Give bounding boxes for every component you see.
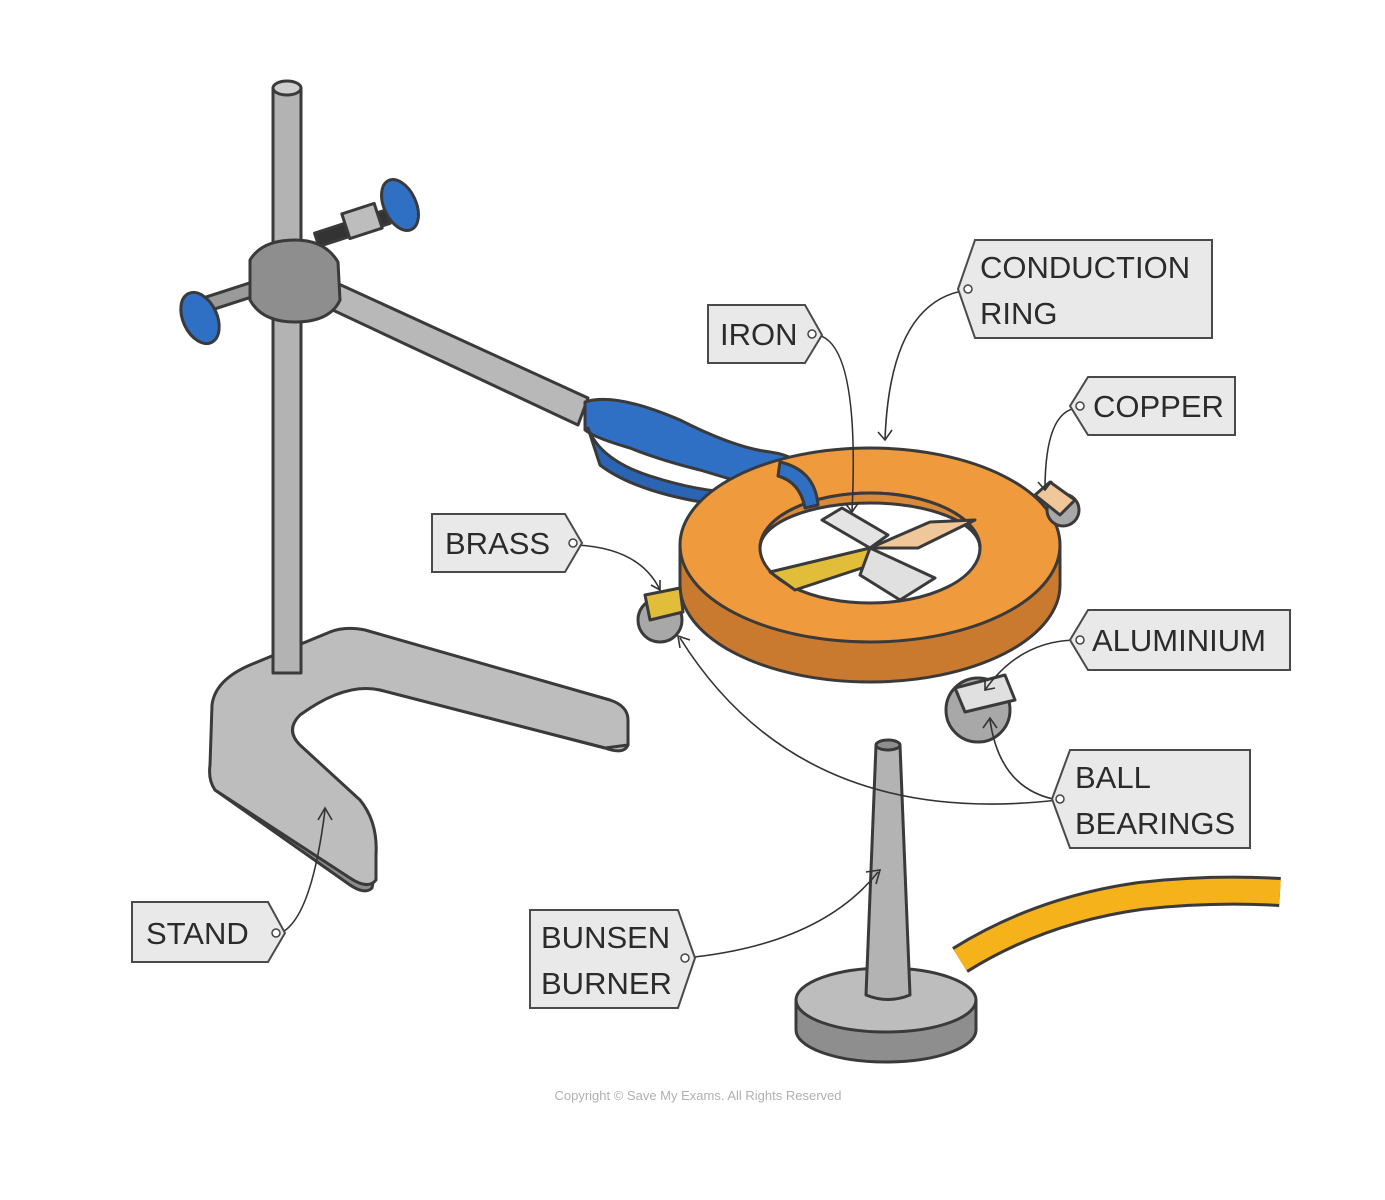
arrow-iron	[844, 501, 860, 514]
boss-head	[179, 178, 590, 427]
burner-tube	[864, 743, 912, 1001]
gas-hose-fill	[953, 878, 1281, 971]
label-iron-text: IRON	[720, 317, 798, 352]
label-ball-bearings: BALL BEARINGS	[1050, 749, 1251, 849]
clamp-arm	[320, 278, 590, 427]
arrow-brass	[650, 580, 661, 592]
label-aluminium-text: ALUMINIUM	[1092, 623, 1266, 658]
leader-ball-bearings-right	[989, 719, 1059, 801]
label-iron: IRON	[707, 304, 824, 364]
leader-brass	[575, 544, 661, 591]
label-bunsen-burner-line1: BUNSEN	[541, 920, 670, 955]
right-screw-collar	[340, 201, 384, 241]
label-stand-text: STAND	[146, 916, 249, 951]
leader-aluminium	[984, 639, 1079, 691]
retort-stand	[208, 79, 630, 893]
leader-ball-bearings-left	[679, 637, 1059, 805]
label-conduction-ring-line2: RING	[980, 296, 1058, 331]
leader-lines	[273, 289, 1079, 959]
leader-bunsen	[684, 871, 879, 959]
boss-body	[248, 238, 342, 324]
label-conduction-ring: CONDUCTION RING	[956, 239, 1213, 339]
leader-copper	[1044, 407, 1079, 491]
arrow-copper	[1037, 480, 1053, 492]
arrow-bunsen	[865, 869, 882, 885]
ball-bearings-and-strip-ends	[636, 480, 1081, 744]
aluminium-strip-end	[953, 673, 1017, 714]
stand-rod	[271, 86, 303, 675]
left-screw-knob	[179, 290, 221, 346]
arrow-conduction	[877, 429, 893, 442]
label-conduction-ring-line1: CONDUCTION	[980, 250, 1190, 285]
right-screw-knob	[380, 178, 420, 232]
burner-tube-top	[874, 738, 902, 752]
tongs-tip	[776, 460, 820, 510]
strip-aluminium	[858, 546, 937, 602]
label-ball-bearings-line2: BEARINGS	[1075, 806, 1235, 841]
leader-conduction-ring	[884, 289, 969, 441]
label-ball-bearings-line1: BALL	[1075, 760, 1151, 795]
conduction-ring	[678, 446, 1062, 684]
label-brass: BRASS	[431, 513, 584, 573]
brass-strip-end	[643, 586, 685, 622]
label-aluminium: ALUMINIUM	[1068, 609, 1291, 671]
label-brass-text: BRASS	[445, 526, 550, 561]
label-copper-text: COPPER	[1093, 389, 1224, 424]
label-bunsen-burner-line2: BURNER	[541, 966, 672, 1001]
label-stand: STAND	[131, 901, 287, 963]
strip-copper	[868, 518, 977, 550]
arrow-stand	[317, 806, 333, 821]
bunsen-burner	[794, 738, 1281, 1064]
label-copper: COPPER	[1068, 376, 1236, 436]
copyright-text: Copyright © Save My Exams. All Rights Re…	[554, 1088, 841, 1103]
strip-iron	[820, 506, 890, 550]
label-bunsen-burner: BUNSEN BURNER	[529, 909, 697, 1009]
stand-base-front-edge	[379, 688, 630, 750]
stand-base-top	[208, 626, 630, 886]
arrow-bearing-right	[982, 716, 998, 729]
arrow-bearing-left	[676, 634, 691, 649]
stand-rod-top	[271, 79, 303, 97]
leader-iron	[817, 334, 855, 513]
arrow-aluminium	[984, 680, 996, 691]
